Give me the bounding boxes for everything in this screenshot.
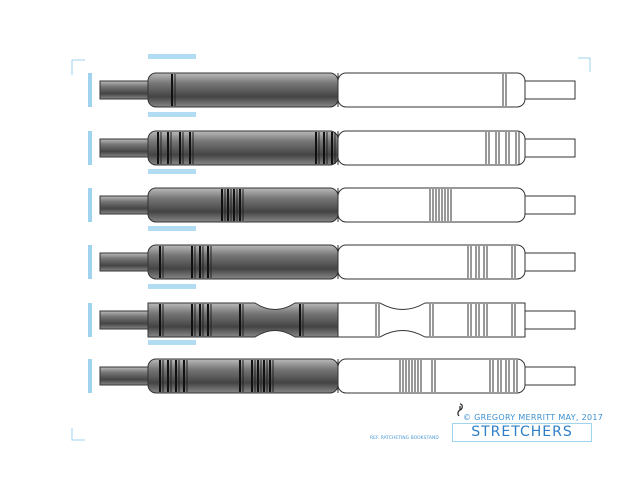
shaded-half (147, 72, 339, 108)
dimension-marker (148, 340, 196, 345)
outline-half (337, 72, 526, 108)
shaded-half (147, 130, 339, 166)
dimension-bar (88, 303, 92, 337)
dimension-bar (88, 188, 92, 222)
right-tenon (524, 138, 576, 158)
left-tenon (99, 252, 149, 272)
left-tenon (99, 138, 149, 158)
right-tenon (524, 310, 576, 330)
outline-half (337, 302, 526, 338)
outline-half (337, 130, 526, 166)
logo-icon (457, 403, 463, 417)
right-tenon (524, 366, 576, 386)
dimension-bar (88, 245, 92, 279)
dimension-bar (88, 131, 92, 165)
reference-note: REF. RATCHETING BOOKSTAND (370, 436, 439, 441)
dimension-marker (148, 112, 196, 117)
shaded-half (147, 244, 339, 280)
dimension-bar (88, 359, 92, 393)
right-tenon (524, 195, 576, 215)
dimension-bar (88, 73, 92, 107)
dimension-marker (148, 169, 196, 174)
drawing-title: STRETCHERS (452, 423, 592, 442)
credit-text: © GREGORY MERRITT MAY, 2017 (463, 413, 604, 422)
crop-marks (71, 57, 591, 441)
left-tenon (99, 310, 149, 330)
left-tenon (99, 195, 149, 215)
right-tenon (524, 252, 576, 272)
dimension-marker (148, 226, 196, 231)
left-tenon (99, 80, 149, 100)
right-tenon (524, 80, 576, 100)
left-tenon (99, 366, 149, 386)
dimension-marker (148, 54, 196, 59)
outline-half (337, 187, 526, 223)
outline-half (337, 244, 526, 280)
dimension-marker (148, 284, 196, 289)
